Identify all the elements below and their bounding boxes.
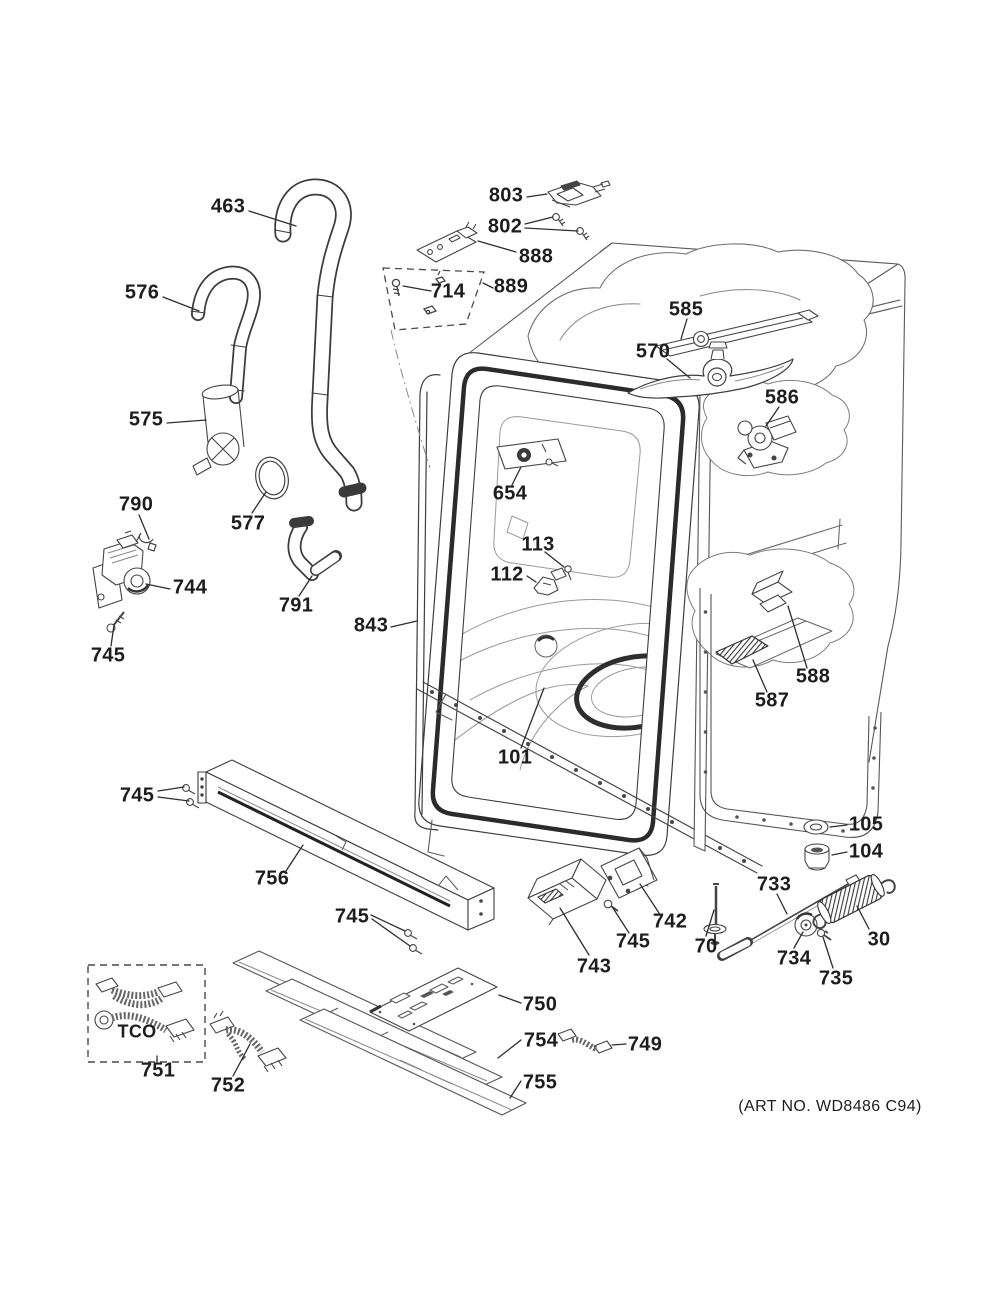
part-label-888-11: 888 (518, 245, 554, 268)
harness-749 (557, 1028, 613, 1054)
part-label-754-37: 754 (523, 1029, 559, 1052)
part-label-104-24: 104 (848, 840, 884, 863)
air-gap-575 (192, 384, 245, 476)
screws-745-panel-right (404, 929, 423, 955)
clip-790 (135, 532, 157, 552)
part-label-733-32: 733 (756, 873, 792, 896)
elbow-791 (287, 516, 342, 581)
access-panel-756 (197, 759, 495, 931)
part-label-745-27: 745 (334, 905, 370, 928)
part-label-889-12: 889 (493, 275, 529, 298)
screws-802 (552, 213, 590, 241)
part-label-585-14: 585 (668, 298, 704, 321)
part-label-112-19: 112 (490, 563, 524, 586)
tub-interior (451, 416, 665, 771)
vent-654 (496, 438, 567, 470)
screw-714 (391, 270, 447, 315)
part-label-113-18: 113 (521, 533, 555, 556)
washer-105 (803, 819, 829, 835)
part-label-790-3: 790 (118, 493, 154, 516)
cutaway-587-588 (686, 548, 855, 669)
part-label-70-31: 70 (694, 935, 718, 958)
art-number-note: (ART NO. WD8486 C94) (738, 1098, 922, 1115)
part-label-576-1: 576 (124, 281, 160, 304)
o-ring-577 (255, 456, 289, 500)
part-label-105-23: 105 (848, 813, 884, 836)
clip-588 (751, 570, 793, 613)
bracket-888 (416, 221, 478, 263)
part-label-TCO-40: TCO (117, 1021, 157, 1042)
grommet-734 (794, 912, 818, 937)
part-label-587-22: 587 (754, 689, 790, 712)
part-label-743-28: 743 (576, 955, 612, 978)
leader-lines (110, 193, 870, 1099)
part-label-735-34: 735 (818, 967, 854, 990)
tub-front-frame (414, 352, 763, 887)
screw-745-bracket (603, 899, 619, 912)
splash-shield-587 (715, 635, 769, 665)
spring-30 (812, 873, 896, 930)
part-label-802-10: 802 (487, 215, 523, 238)
grommet-nut-104 (804, 843, 830, 871)
part-label-588-21: 588 (795, 665, 831, 688)
part-label-745-29: 745 (615, 930, 651, 953)
drain-valve-586 (737, 415, 797, 469)
part-label-745-7: 745 (90, 644, 126, 667)
junction-box-743 (527, 858, 607, 926)
bracket-742 (600, 847, 658, 899)
part-label-734-33: 734 (776, 947, 812, 970)
part-label-803-9: 803 (488, 184, 524, 207)
toe-panels (232, 950, 527, 1116)
conduit-585 (655, 309, 819, 357)
part-label-463-0: 463 (210, 195, 246, 218)
part-label-755-39: 755 (522, 1071, 558, 1094)
part-label-752-42: 752 (210, 1074, 246, 1097)
part-label-577-4: 577 (230, 512, 266, 535)
part-label-586-16: 586 (764, 386, 800, 409)
part-label-744-5: 744 (172, 576, 208, 599)
tco-harness-751 (87, 964, 206, 1063)
interlock-803 (547, 180, 611, 208)
part-label-654-17: 654 (492, 482, 528, 505)
lower-right-rail (699, 588, 882, 839)
part-label-714-13: 714 (430, 280, 466, 303)
part-label-843-8: 843 (353, 614, 389, 637)
harness-752 (209, 1010, 287, 1073)
kit-box-889 (382, 267, 485, 469)
wash-arm-570 (627, 341, 794, 399)
part-label-751-41: 751 (140, 1059, 176, 1082)
part-label-30-35: 30 (867, 928, 891, 951)
drain-hose-463 (274, 178, 367, 512)
screws-745-panel-left (182, 784, 200, 809)
part-label-742-30: 742 (652, 910, 688, 933)
cutaway-586 (701, 379, 850, 477)
part-label-750-36: 750 (522, 993, 558, 1016)
control-board-750 (369, 967, 498, 1032)
part-label-791-6: 791 (278, 594, 314, 617)
part-label-575-2: 575 (128, 408, 164, 431)
inlet-valve-744 (92, 530, 151, 609)
clamp-112-113 (533, 565, 572, 596)
part-label-749-38: 749 (627, 1033, 663, 1056)
part-label-570-15: 570 (635, 340, 671, 363)
screw-735 (816, 928, 832, 941)
part-label-745-25: 745 (119, 784, 155, 807)
part-label-101-20: 101 (497, 746, 533, 769)
part-label-756-26: 756 (254, 867, 290, 890)
